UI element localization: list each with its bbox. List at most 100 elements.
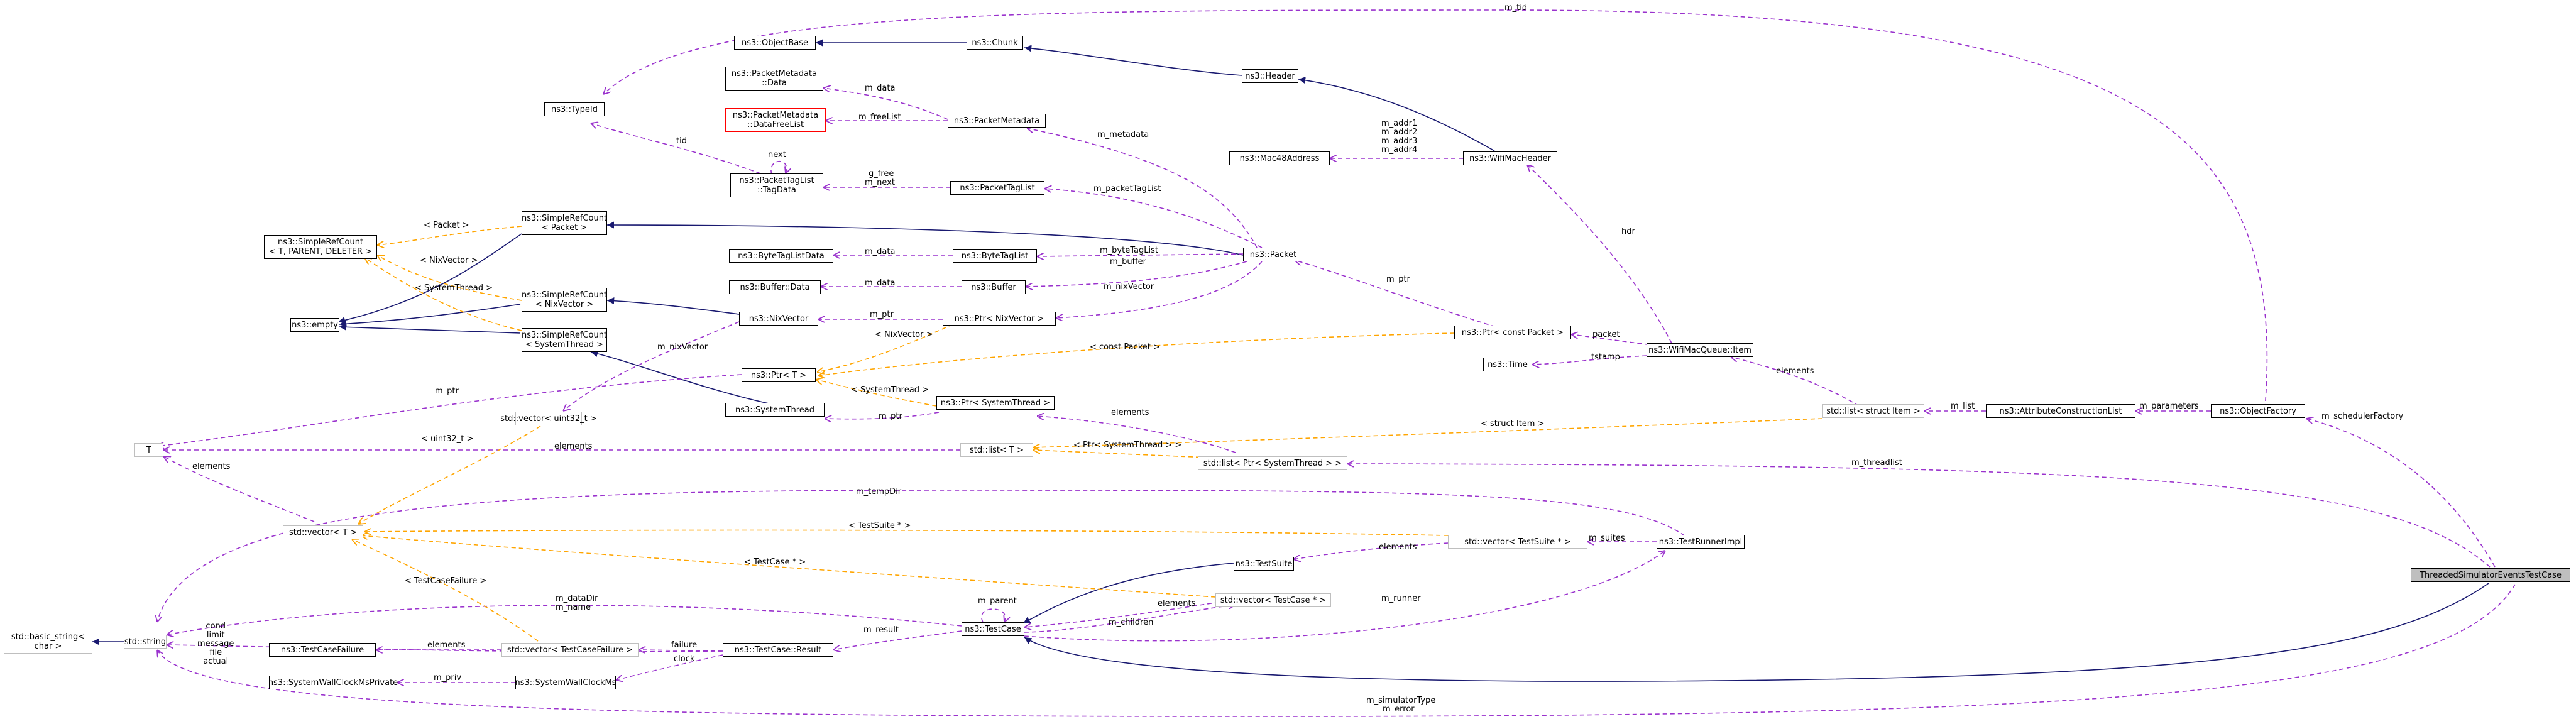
edge-packet-srcpacket [606,221,1244,256]
node-src-packet-line2: < Packet > [541,223,588,233]
edge-threaded-objectfactory [2306,419,2496,568]
node-list-struct-item[interactable]: std::list< struct Item > [1822,404,1924,418]
label-m-bytetaglist: m_byteTagList [1100,246,1158,255]
node-src-nixvector[interactable]: ns3::SimpleRefCount< NixVector > [522,288,607,312]
node-ptr-nixvector-label: ns3::Ptr< NixVector > [954,314,1044,324]
node-buffer-label: ns3::Buffer [971,282,1016,292]
node-pt-tagdata[interactable]: ns3::PacketTagList::TagData [730,173,823,197]
edge-vectorsuite-testsuite [1293,542,1449,559]
node-src-systemthread[interactable]: ns3::SimpleRefCount< SystemThread > [522,328,607,352]
node-testcase-result[interactable]: ns3::TestCase::Result [723,643,833,657]
node-vector-testsuite[interactable]: std::vector< TestSuite * > [1448,535,1587,549]
node-chunk-label: ns3::Chunk [972,38,1018,48]
node-pm-data[interactable]: ns3::PacketMetadata::Data [725,67,823,91]
node-src-tpd-line1: ns3::SimpleRefCount [277,238,364,247]
node-attr-construction-list[interactable]: ns3::AttributeConstructionList [1986,404,2135,418]
node-src-tpd[interactable]: ns3::SimpleRefCount< T, PARENT, DELETER … [264,235,377,259]
edge-header-chunk [1024,45,1242,76]
node-list-struct-item-label: std::list< struct Item > [1826,406,1921,416]
node-objectfactory-label: ns3::ObjectFactory [2220,406,2296,416]
node-ptr-systemthread-label: ns3::Ptr< SystemThread > [940,398,1051,408]
label-packet: packet [1592,330,1620,339]
node-vector-t[interactable]: std::vector< T > [283,525,363,539]
edge-pm-pmdata [823,88,948,120]
node-ptr-t[interactable]: ns3::Ptr< T > [742,368,816,382]
node-threaded-testcase-label: ThreadedSimulatorEventsTestCase [2420,570,2562,580]
edge-vectoruint-vectort [358,425,541,524]
node-pm-data-line1: ns3::PacketMetadata [731,69,818,79]
label-elements-list: elements [554,442,593,451]
node-ptr-const-packet[interactable]: ns3::Ptr< const Packet > [1454,326,1571,339]
edge-wifiitem-time [1532,355,1647,365]
node-time[interactable]: ns3::Time [1483,358,1532,371]
node-t-label: T [146,445,151,455]
edge-packet-btl [1037,254,1244,256]
label-elements-item: elements [1776,366,1814,376]
node-threaded-testcase[interactable]: ThreadedSimulatorEventsTestCase [2411,568,2570,582]
node-basic-string[interactable]: std::basic_string<char > [4,630,92,654]
node-packettaglist[interactable]: ns3::PacketTagList [950,181,1044,195]
node-ptr-systemthread[interactable]: ns3::Ptr< SystemThread > [936,396,1055,410]
node-empty-label: ns3::empty [292,320,338,330]
node-t[interactable]: T [134,443,163,457]
edge-packet-buffer [1026,261,1247,287]
node-buffer-data[interactable]: ns3::Buffer::Data [729,280,821,294]
node-systemthread[interactable]: ns3::SystemThread [725,403,825,417]
node-attr-construction-list-label: ns3::AttributeConstructionList [1999,406,2122,416]
node-objectbase-label: ns3::ObjectBase [741,38,809,48]
edge-systemthread-srcst [590,350,775,405]
node-src-packet[interactable]: ns3::SimpleRefCount< Packet > [522,211,607,235]
node-vector-uint32[interactable]: std::vector< uint32_t > [500,412,597,425]
label-cond: cond [206,622,226,631]
node-list-ptr-systemthread[interactable]: std::list< Ptr< SystemThread > > [1198,456,1347,470]
node-testcasefailure-label: ns3::TestCaseFailure [280,645,364,655]
node-systemwallclockms-private[interactable]: ns3::SystemWallClockMsPrivate [268,676,398,689]
label-hdr: hdr [1621,227,1635,236]
node-pt-tagdata-line2: ::TagData [757,185,796,195]
node-wifimacqueue-item[interactable]: ns3::WifiMacQueue::Item [1647,343,1753,357]
node-vector-testcasefailure[interactable]: std::vector< TestCaseFailure > [501,643,639,657]
node-mac48[interactable]: ns3::Mac48Address [1229,151,1330,165]
node-header[interactable]: ns3::Header [1242,69,1298,83]
label-elements-fail: elements [427,640,466,650]
node-chunk[interactable]: ns3::Chunk [967,36,1023,50]
label-m-metadata: m_metadata [1097,130,1149,140]
label-tpl-testcasefailure: < TestCaseFailure > [405,576,487,586]
node-packettaglist-label: ns3::PacketTagList [960,183,1035,193]
node-vector-testcase[interactable]: std::vector< TestCase * > [1215,593,1331,607]
label-limit: limit [206,630,225,640]
node-list-t[interactable]: std::list< T > [960,443,1033,457]
node-btl-data[interactable]: ns3::ByteTagListData [729,249,833,263]
label-tpl-uint32: < uint32_t > [421,434,474,444]
label-tstamp: tstamp [1591,353,1620,362]
label-m-runner: m_runner [1381,594,1421,603]
node-buffer[interactable]: ns3::Buffer [962,280,1026,294]
node-objectbase[interactable]: ns3::ObjectBase [734,36,816,50]
node-packet[interactable]: ns3::Packet [1243,248,1303,261]
node-empty[interactable]: ns3::empty [290,318,339,332]
node-testrunnerimpl[interactable]: ns3::TestRunnerImpl [1657,535,1745,549]
node-testsuite[interactable]: ns3::TestSuite [1234,557,1294,571]
node-pm-freelist[interactable]: ns3::PacketMetadata::DataFreeList [725,108,826,132]
node-wifimacheader[interactable]: ns3::WifiMacHeader [1463,151,1557,165]
node-nixvector[interactable]: ns3::NixVector [739,312,818,326]
node-vector-testsuite-label: std::vector< TestSuite * > [1464,537,1571,547]
label-tpl-systemthread-src: < SystemThread > [415,283,493,293]
edge-result-vecfail [639,650,723,651]
node-ptr-nixvector[interactable]: ns3::Ptr< NixVector > [943,312,1056,326]
node-systemwallclockms-private-label: ns3::SystemWallClockMsPrivate [268,678,398,688]
node-src-systemthread-line2: < SystemThread > [525,340,603,349]
node-systemwallclockms[interactable]: ns3::SystemWallClockMs [515,676,617,689]
node-bytetaglist[interactable]: ns3::ByteTagList [953,249,1037,263]
node-objectfactory[interactable]: ns3::ObjectFactory [2211,404,2305,418]
node-packetmetadata[interactable]: ns3::PacketMetadata [948,114,1046,128]
edge-testcase-testrunner [1024,551,1665,642]
node-std-string[interactable]: std::string [124,635,167,649]
node-testcasefailure[interactable]: ns3::TestCaseFailure [269,643,376,657]
edge-testcase-result [833,630,962,650]
node-typeid[interactable]: ns3::TypeId [544,102,605,116]
node-basic-string-line2: char > [34,642,62,651]
node-testcase[interactable]: ns3::TestCase [962,622,1024,636]
label-m-nixvector-vec: m_nixVector [657,343,708,352]
